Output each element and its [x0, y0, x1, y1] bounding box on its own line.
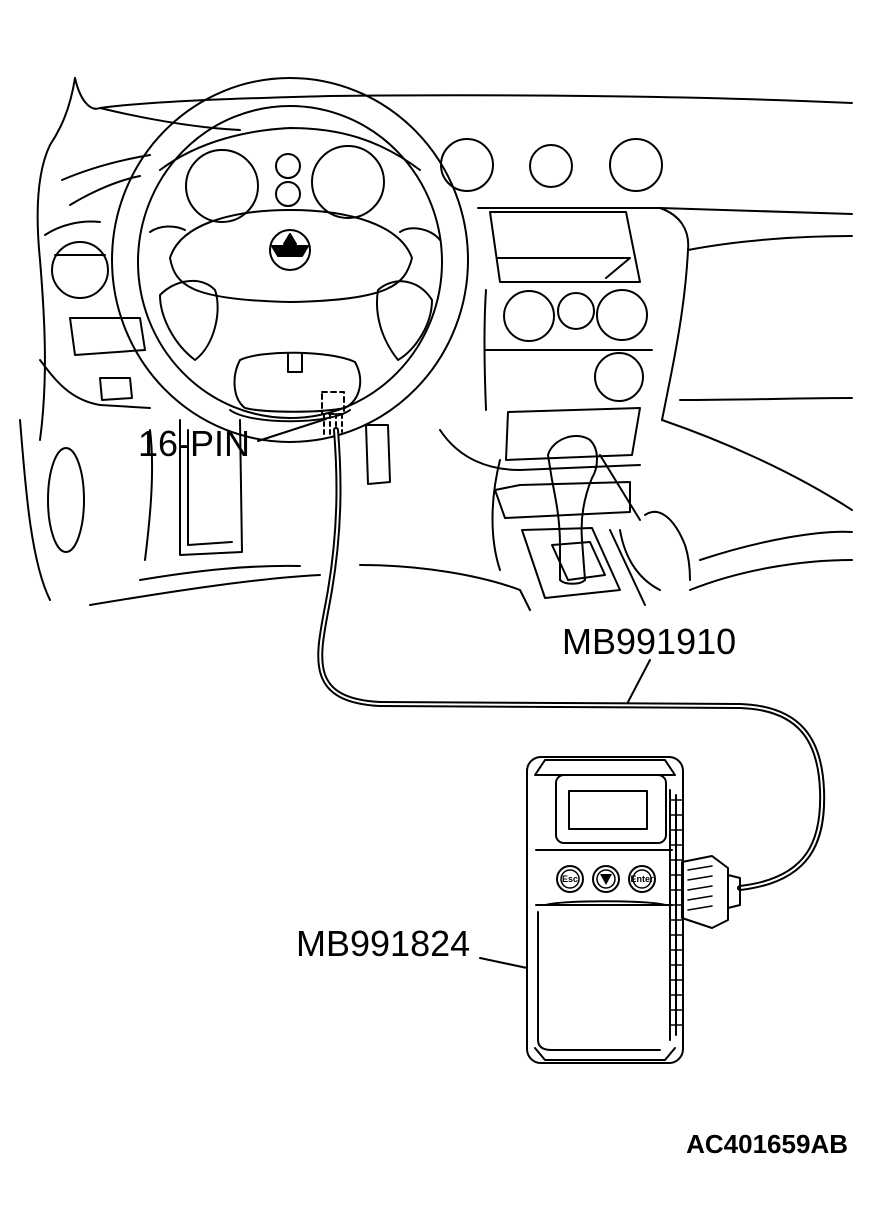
connector-leader-line: [257, 418, 327, 442]
tool-leader-line: [479, 957, 528, 969]
esc-button-label: Esc: [562, 874, 578, 884]
tool-label: MB991824: [296, 923, 470, 964]
down-arrow-icon: [600, 874, 612, 885]
shifter-leader-line: [609, 529, 646, 606]
cable-leader-line: [627, 659, 651, 703]
enter-button-label: Enter: [630, 874, 654, 884]
center-console: [439, 138, 853, 599]
cable-mb991910: [317, 427, 826, 891]
dashboard-outline: [19, 77, 853, 611]
16-pin-connector: [321, 391, 345, 437]
esc-button: Esc: [556, 865, 584, 893]
steering-wheel: [111, 77, 469, 443]
tool-mb991824: [526, 756, 741, 1064]
connector-label: 16-PIN: [138, 423, 250, 464]
enter-button: Enter: [628, 865, 656, 893]
cable-label: MB991910: [562, 621, 736, 662]
down-button: [592, 865, 620, 893]
mitsubishi-logo-icon: [269, 229, 311, 271]
figure-id-label: AC401659AB: [686, 1129, 848, 1159]
